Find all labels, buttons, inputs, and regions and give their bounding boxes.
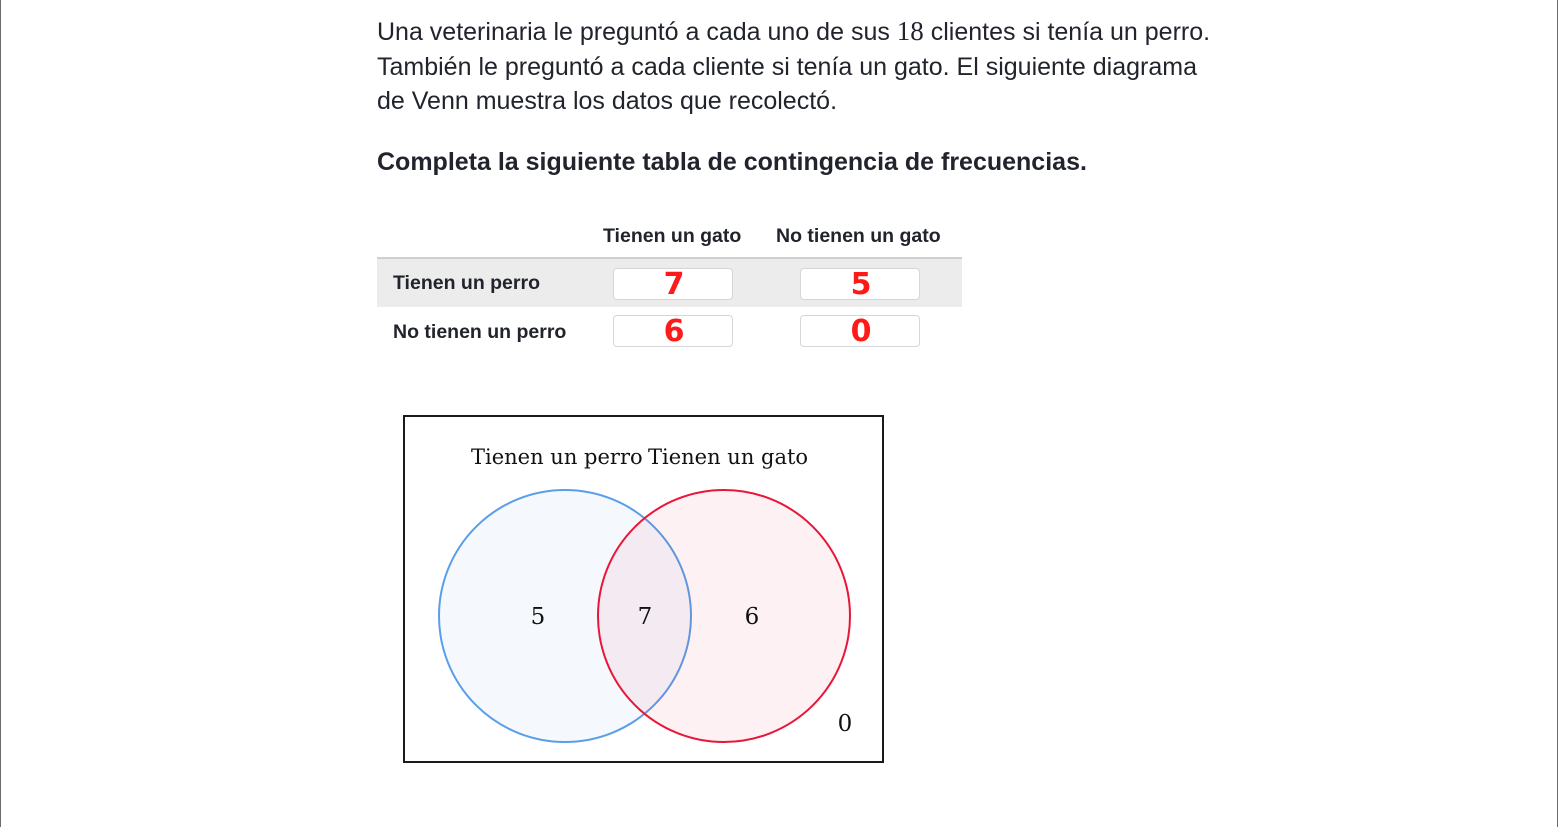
prompt-line-3: de Venn muestra los datos que recolectó. [377,87,838,115]
row-label-no-dog: No tienen un perro [393,321,567,343]
answer-input-dog-cat[interactable]: 7 [613,267,733,302]
left-border [0,0,1,827]
venn-svg: Tienen un perro Tienen un gato 5 7 6 0 [438,445,853,743]
row-label-has-dog: Tienen un perro [393,272,540,294]
handwritten-answer: 6 [663,314,685,349]
answer-input-dog-nocat[interactable]: 5 [800,267,920,302]
set-label-cat: Tienen un gato [648,445,808,469]
answer-input-nodog-nocat[interactable]: 0 [800,314,920,349]
table-row-no-dog: No tienen un perro 6 0 [377,307,962,355]
table-row-has-dog: Tienen un perro 7 5 [377,257,962,307]
venn-diagram: Tienen un perro Tienen un gato 5 7 6 0 [403,415,884,763]
answer-input-nodog-cat[interactable]: 6 [613,314,733,349]
col-header-has-cat: Tienen un gato [603,225,742,247]
cat-circle [597,489,851,743]
region-neither: 0 [838,711,853,737]
instruction: Completa la siguiente tabla de contingen… [377,148,1087,176]
col-header-no-cat: No tienen un gato [776,225,941,247]
region-both: 7 [638,604,653,630]
prompt-line-2: También le preguntó a cada cliente si te… [377,52,1197,81]
region-only-dog: 5 [531,604,546,630]
prompt-line-1: Una veterinaria le preguntó a cada uno d… [377,16,1211,46]
handwritten-answer: 0 [850,314,872,349]
client-count: 18 [896,16,924,46]
region-only-cat: 6 [745,604,760,630]
dog-circle [438,489,692,743]
set-label-dog: Tienen un perro [471,445,643,469]
handwritten-answer: 5 [850,267,872,302]
handwritten-answer: 7 [663,267,685,302]
problem-prompt: Una veterinaria le preguntó a cada uno d… [377,14,1297,119]
